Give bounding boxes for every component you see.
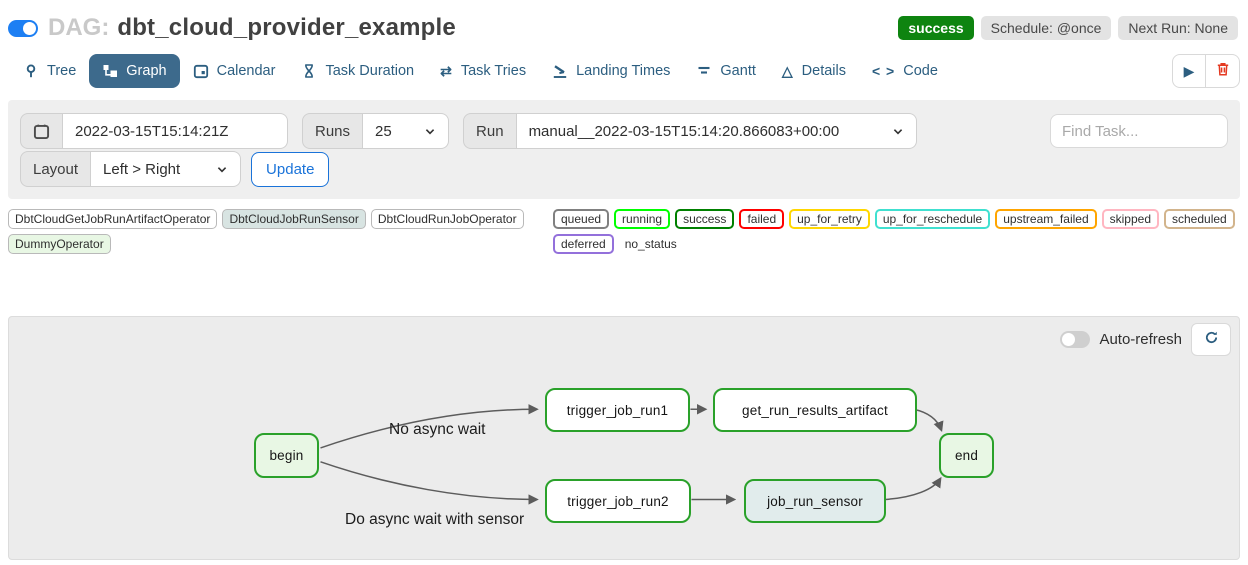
delete-dag-button[interactable] (1206, 54, 1240, 88)
filter-row-1: Runs 25 Run manual__2022-03-15T15:14:20.… (20, 113, 1228, 149)
runs-label: Runs (302, 113, 364, 149)
toggle-knob (23, 21, 36, 35)
operator-badge: DummyOperator (8, 234, 111, 254)
auto-refresh-toggle[interactable] (1060, 331, 1091, 348)
layout-group: Layout Left > Right (20, 151, 242, 187)
tab-label: Calendar (216, 63, 276, 79)
tab-tree[interactable]: Tree (10, 54, 89, 88)
tab-label: Task Tries (460, 63, 527, 79)
tab-task-tries[interactable]: ⇄ Task Tries (427, 54, 539, 88)
tab-label: Gantt (720, 63, 756, 79)
task-node-job-run-sensor[interactable]: job_run_sensor (744, 479, 886, 523)
run-group: Run manual__2022-03-15T15:14:20.866083+0… (463, 113, 917, 149)
tab-label: Details (801, 63, 846, 79)
play-icon: ▶ (1183, 62, 1195, 79)
filter-panel: Runs 25 Run manual__2022-03-15T15:14:20.… (8, 100, 1240, 199)
chevron-down-icon (892, 123, 904, 140)
find-task-input[interactable] (1050, 114, 1228, 148)
status-legend-badge: upstream_failed (995, 209, 1097, 229)
status-legend-no-status: no_status (618, 234, 683, 254)
graph-panel: Auto-refresh begin trigger_job_run1 get_… (8, 316, 1240, 560)
tab-task-duration[interactable]: Task Duration (288, 54, 427, 88)
status-legend-badge: queued (553, 209, 610, 229)
status-legend: queued running success failed up_for_ret… (553, 209, 1240, 254)
edge-label-async-sensor: Do async wait with sensor (345, 511, 525, 528)
filter-row-2: Layout Left > Right Update (20, 151, 1228, 187)
task-node-trigger-job-run2[interactable]: trigger_job_run2 (545, 479, 691, 523)
execution-date-group (20, 113, 288, 149)
tab-label: Tree (47, 63, 77, 79)
status-legend-badge: up_for_reschedule (874, 209, 991, 229)
status-legend-badge: running (614, 209, 671, 229)
refresh-icon (1204, 330, 1219, 350)
operator-legend: DbtCloudGetJobRunArtifactOperator DbtClo… (8, 209, 553, 254)
graph-controls: Auto-refresh (1060, 323, 1231, 356)
tab-gantt[interactable]: Gantt (683, 54, 768, 88)
dag-actions: ▶ (1172, 54, 1240, 88)
runs-select[interactable]: 25 (363, 113, 450, 149)
trash-icon (1215, 61, 1231, 82)
calendar-icon (193, 63, 209, 79)
execution-date-input[interactable] (63, 113, 288, 149)
graph-icon (102, 63, 118, 79)
view-tabbar: Tree Graph Calendar Task Duration ⇄ Task… (0, 46, 1248, 88)
calendar-addon-icon (20, 113, 63, 149)
run-label: Run (463, 113, 517, 149)
layout-value: Left > Right (103, 160, 181, 178)
tree-icon (23, 63, 39, 79)
gantt-bars-icon (696, 63, 712, 79)
runs-group: Runs 25 (302, 113, 450, 149)
dag-pause-toggle[interactable] (8, 19, 38, 37)
status-legend-badge: success (675, 209, 735, 229)
header-badges: success Schedule: @once Next Run: None (898, 16, 1240, 40)
run-value: manual__2022-03-15T15:14:20.866083+00:00 (528, 122, 840, 140)
status-badge: success (898, 16, 974, 40)
trigger-dag-button[interactable]: ▶ (1172, 54, 1206, 88)
dag-header: DAG: dbt_cloud_provider_example success … (0, 0, 1248, 46)
status-legend-badge: deferred (553, 234, 614, 254)
operator-badge: DbtCloudJobRunSensor (222, 209, 366, 229)
plane-landing-icon (552, 63, 568, 79)
run-select[interactable]: manual__2022-03-15T15:14:20.866083+00:00 (516, 113, 917, 149)
tab-code[interactable]: < > Code (859, 54, 951, 88)
toggle-knob (1062, 333, 1076, 346)
refresh-button[interactable] (1191, 323, 1231, 356)
status-legend-badge: up_for_retry (789, 209, 870, 229)
tab-landing-times[interactable]: Landing Times (539, 54, 683, 88)
hourglass-icon (301, 63, 317, 79)
status-legend-badge: skipped (1101, 209, 1159, 229)
runs-value: 25 (375, 122, 392, 140)
next-run-badge: Next Run: None (1118, 16, 1238, 40)
task-node-end[interactable]: end (939, 433, 994, 478)
repeat-icon: ⇄ (440, 62, 453, 79)
chevron-down-icon (216, 161, 228, 178)
task-node-get-run-results-artifact[interactable]: get_run_results_artifact (713, 388, 917, 432)
auto-refresh-label: Auto-refresh (1099, 331, 1182, 348)
chevron-down-icon (424, 123, 436, 140)
graph-edges (320, 404, 944, 505)
tab-label: Task Duration (325, 63, 415, 79)
status-legend-badge: scheduled (1164, 209, 1235, 229)
tab-graph[interactable]: Graph (89, 54, 180, 88)
legend: DbtCloudGetJobRunArtifactOperator DbtClo… (0, 199, 1248, 254)
status-legend-badge: failed (739, 209, 785, 229)
tab-calendar[interactable]: Calendar (180, 54, 289, 88)
tab-label: Graph (126, 63, 167, 79)
dag-title: dbt_cloud_provider_example (117, 14, 456, 41)
task-node-trigger-job-run1[interactable]: trigger_job_run1 (545, 388, 690, 432)
tab-label: Landing Times (576, 63, 671, 79)
code-icon: < > (871, 63, 896, 79)
layout-label: Layout (20, 151, 92, 187)
details-icon: △ (781, 62, 794, 79)
layout-select[interactable]: Left > Right (91, 151, 242, 187)
dag-prefix-label: DAG: (48, 14, 110, 41)
operator-badge: DbtCloudRunJobOperator (370, 209, 524, 229)
task-node-begin[interactable]: begin (254, 433, 319, 478)
schedule-badge: Schedule: @once (980, 16, 1112, 40)
tab-label: Code (903, 63, 938, 79)
tab-details[interactable]: △ Details (769, 54, 859, 88)
edge-label-no-async: No async wait (389, 421, 486, 438)
operator-badge: DbtCloudGetJobRunArtifactOperator (8, 209, 218, 229)
update-button[interactable]: Update (251, 151, 330, 187)
